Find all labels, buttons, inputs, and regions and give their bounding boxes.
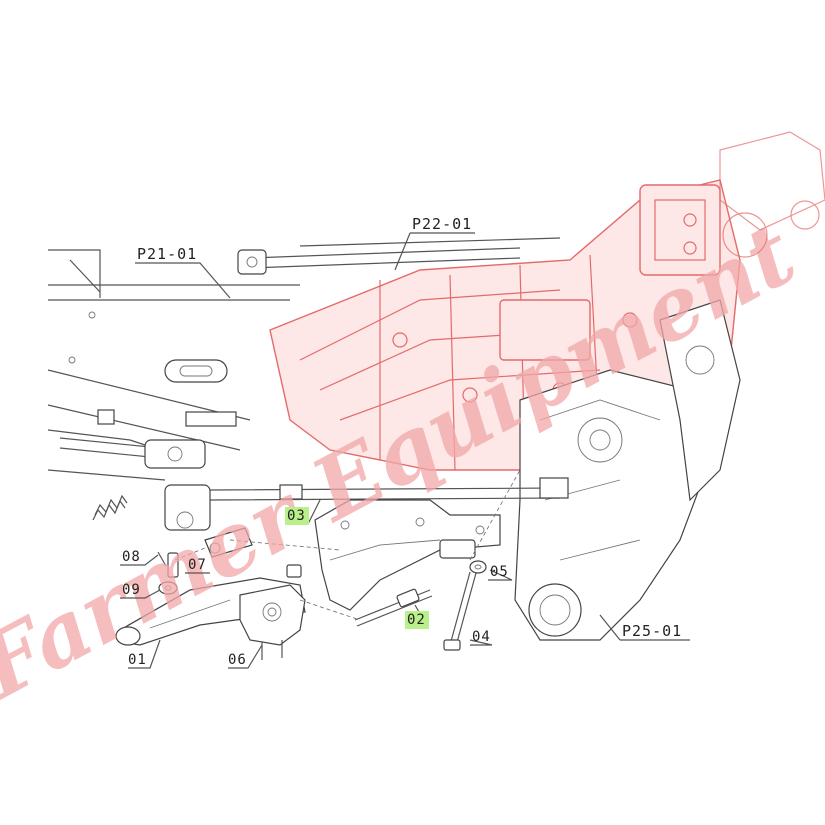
tension-spring — [92, 494, 128, 521]
label-02-highlight — [405, 611, 429, 629]
bolt-04 — [443, 571, 477, 651]
label-p22-01: P22-01 — [412, 215, 472, 233]
mount-bracket — [314, 499, 501, 611]
label-01: 01 — [128, 652, 147, 668]
bushing-07 — [167, 527, 253, 578]
label-02: 02 — [407, 612, 426, 628]
pivot-bracket-06 — [239, 564, 306, 660]
tractor-logo-icon — [719, 131, 825, 258]
label-09: 09 — [122, 582, 141, 598]
label-05: 05 — [490, 564, 509, 580]
frame-rail-p21 — [47, 249, 300, 481]
label-06: 06 — [228, 652, 247, 668]
washer-09 — [158, 581, 178, 595]
assembly-guide-lines — [174, 469, 521, 621]
pin-08 — [157, 551, 167, 567]
label-p21-01: P21-01 — [137, 245, 197, 263]
label-p25-01: P25-01 — [622, 622, 682, 640]
nut-05 — [469, 560, 487, 574]
label-03: 03 — [287, 508, 306, 524]
label-03-highlight — [285, 507, 309, 525]
label-04: 04 — [472, 629, 491, 645]
label-07: 07 — [188, 557, 207, 573]
label-08: 08 — [122, 549, 141, 565]
rod-02 — [354, 588, 433, 627]
rear-axle-housing-p25 — [514, 299, 741, 641]
lower-linkage-rods — [59, 437, 569, 531]
upper-linkage-rod — [237, 237, 561, 275]
